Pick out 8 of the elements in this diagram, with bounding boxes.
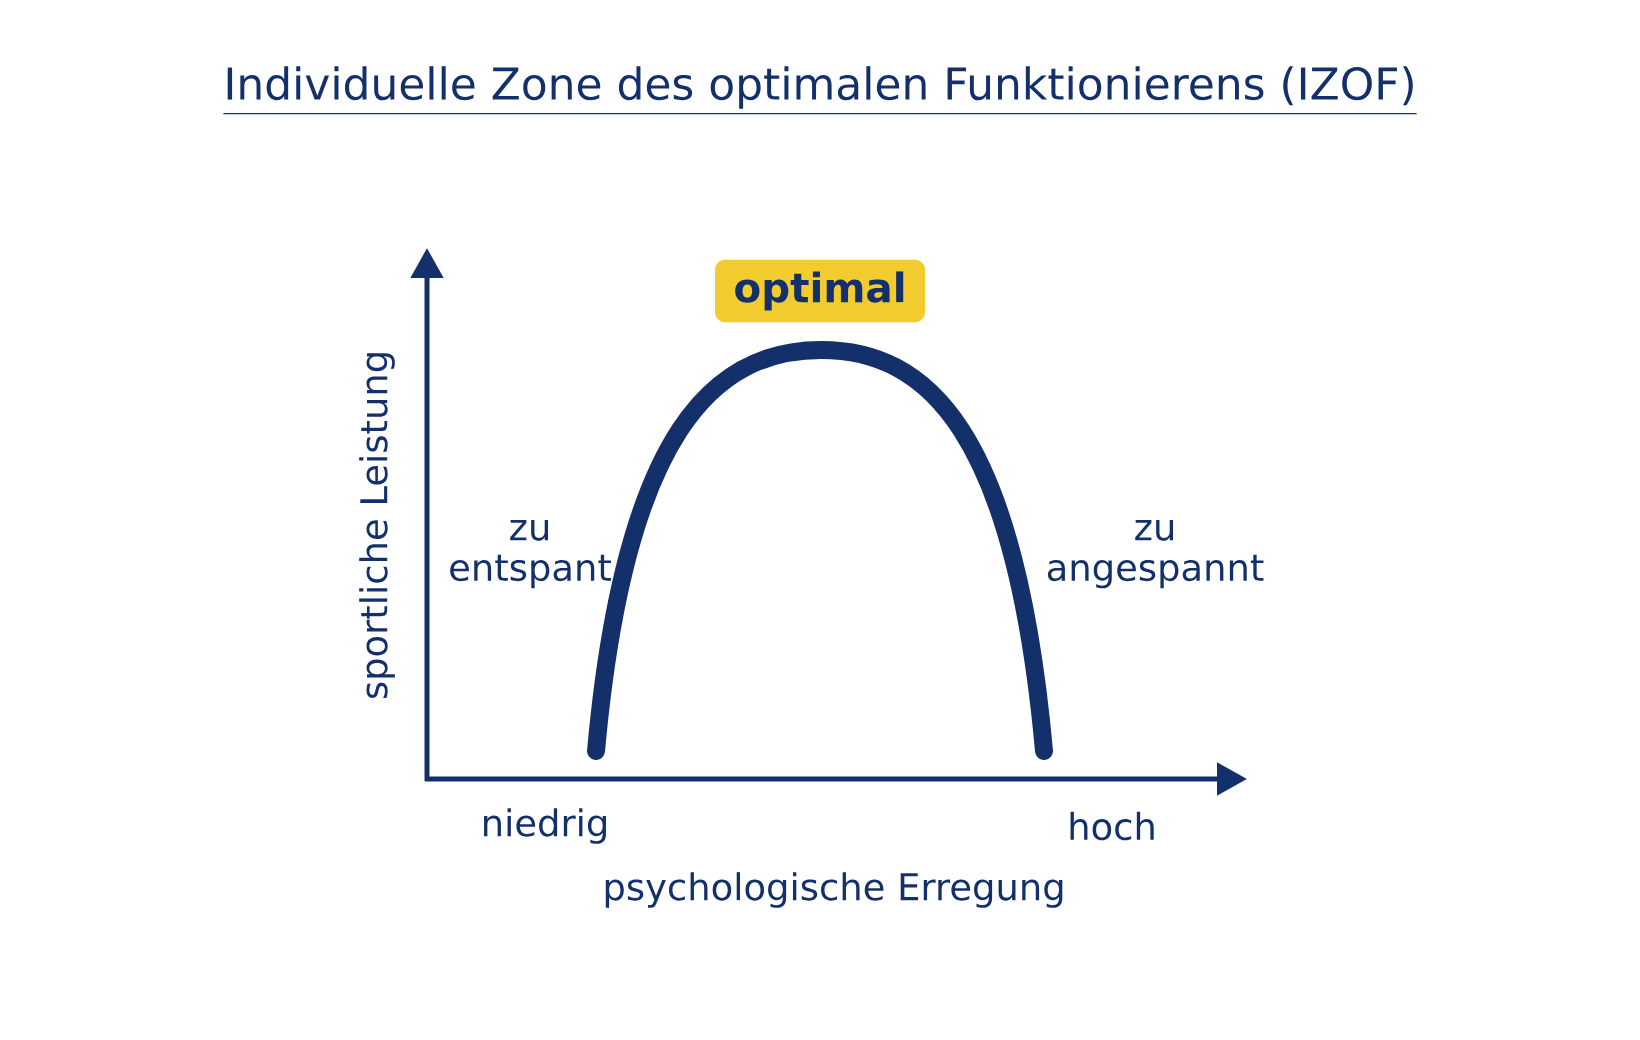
axis-tick-label: hoch <box>1070 811 1154 841</box>
axis-tick-label: niedrig <box>484 808 606 844</box>
label-badge: optimal <box>715 259 925 323</box>
axis-title: psychologische Erregung <box>605 872 1063 908</box>
zone-label: zu entspant <box>450 519 611 589</box>
axis-title: sportliche Leistung <box>359 353 395 699</box>
title: Individuelle Zone des optimalen Funktionierens (IZOF) <box>222 66 1418 115</box>
zone-label: zu angespannt <box>1047 519 1264 589</box>
